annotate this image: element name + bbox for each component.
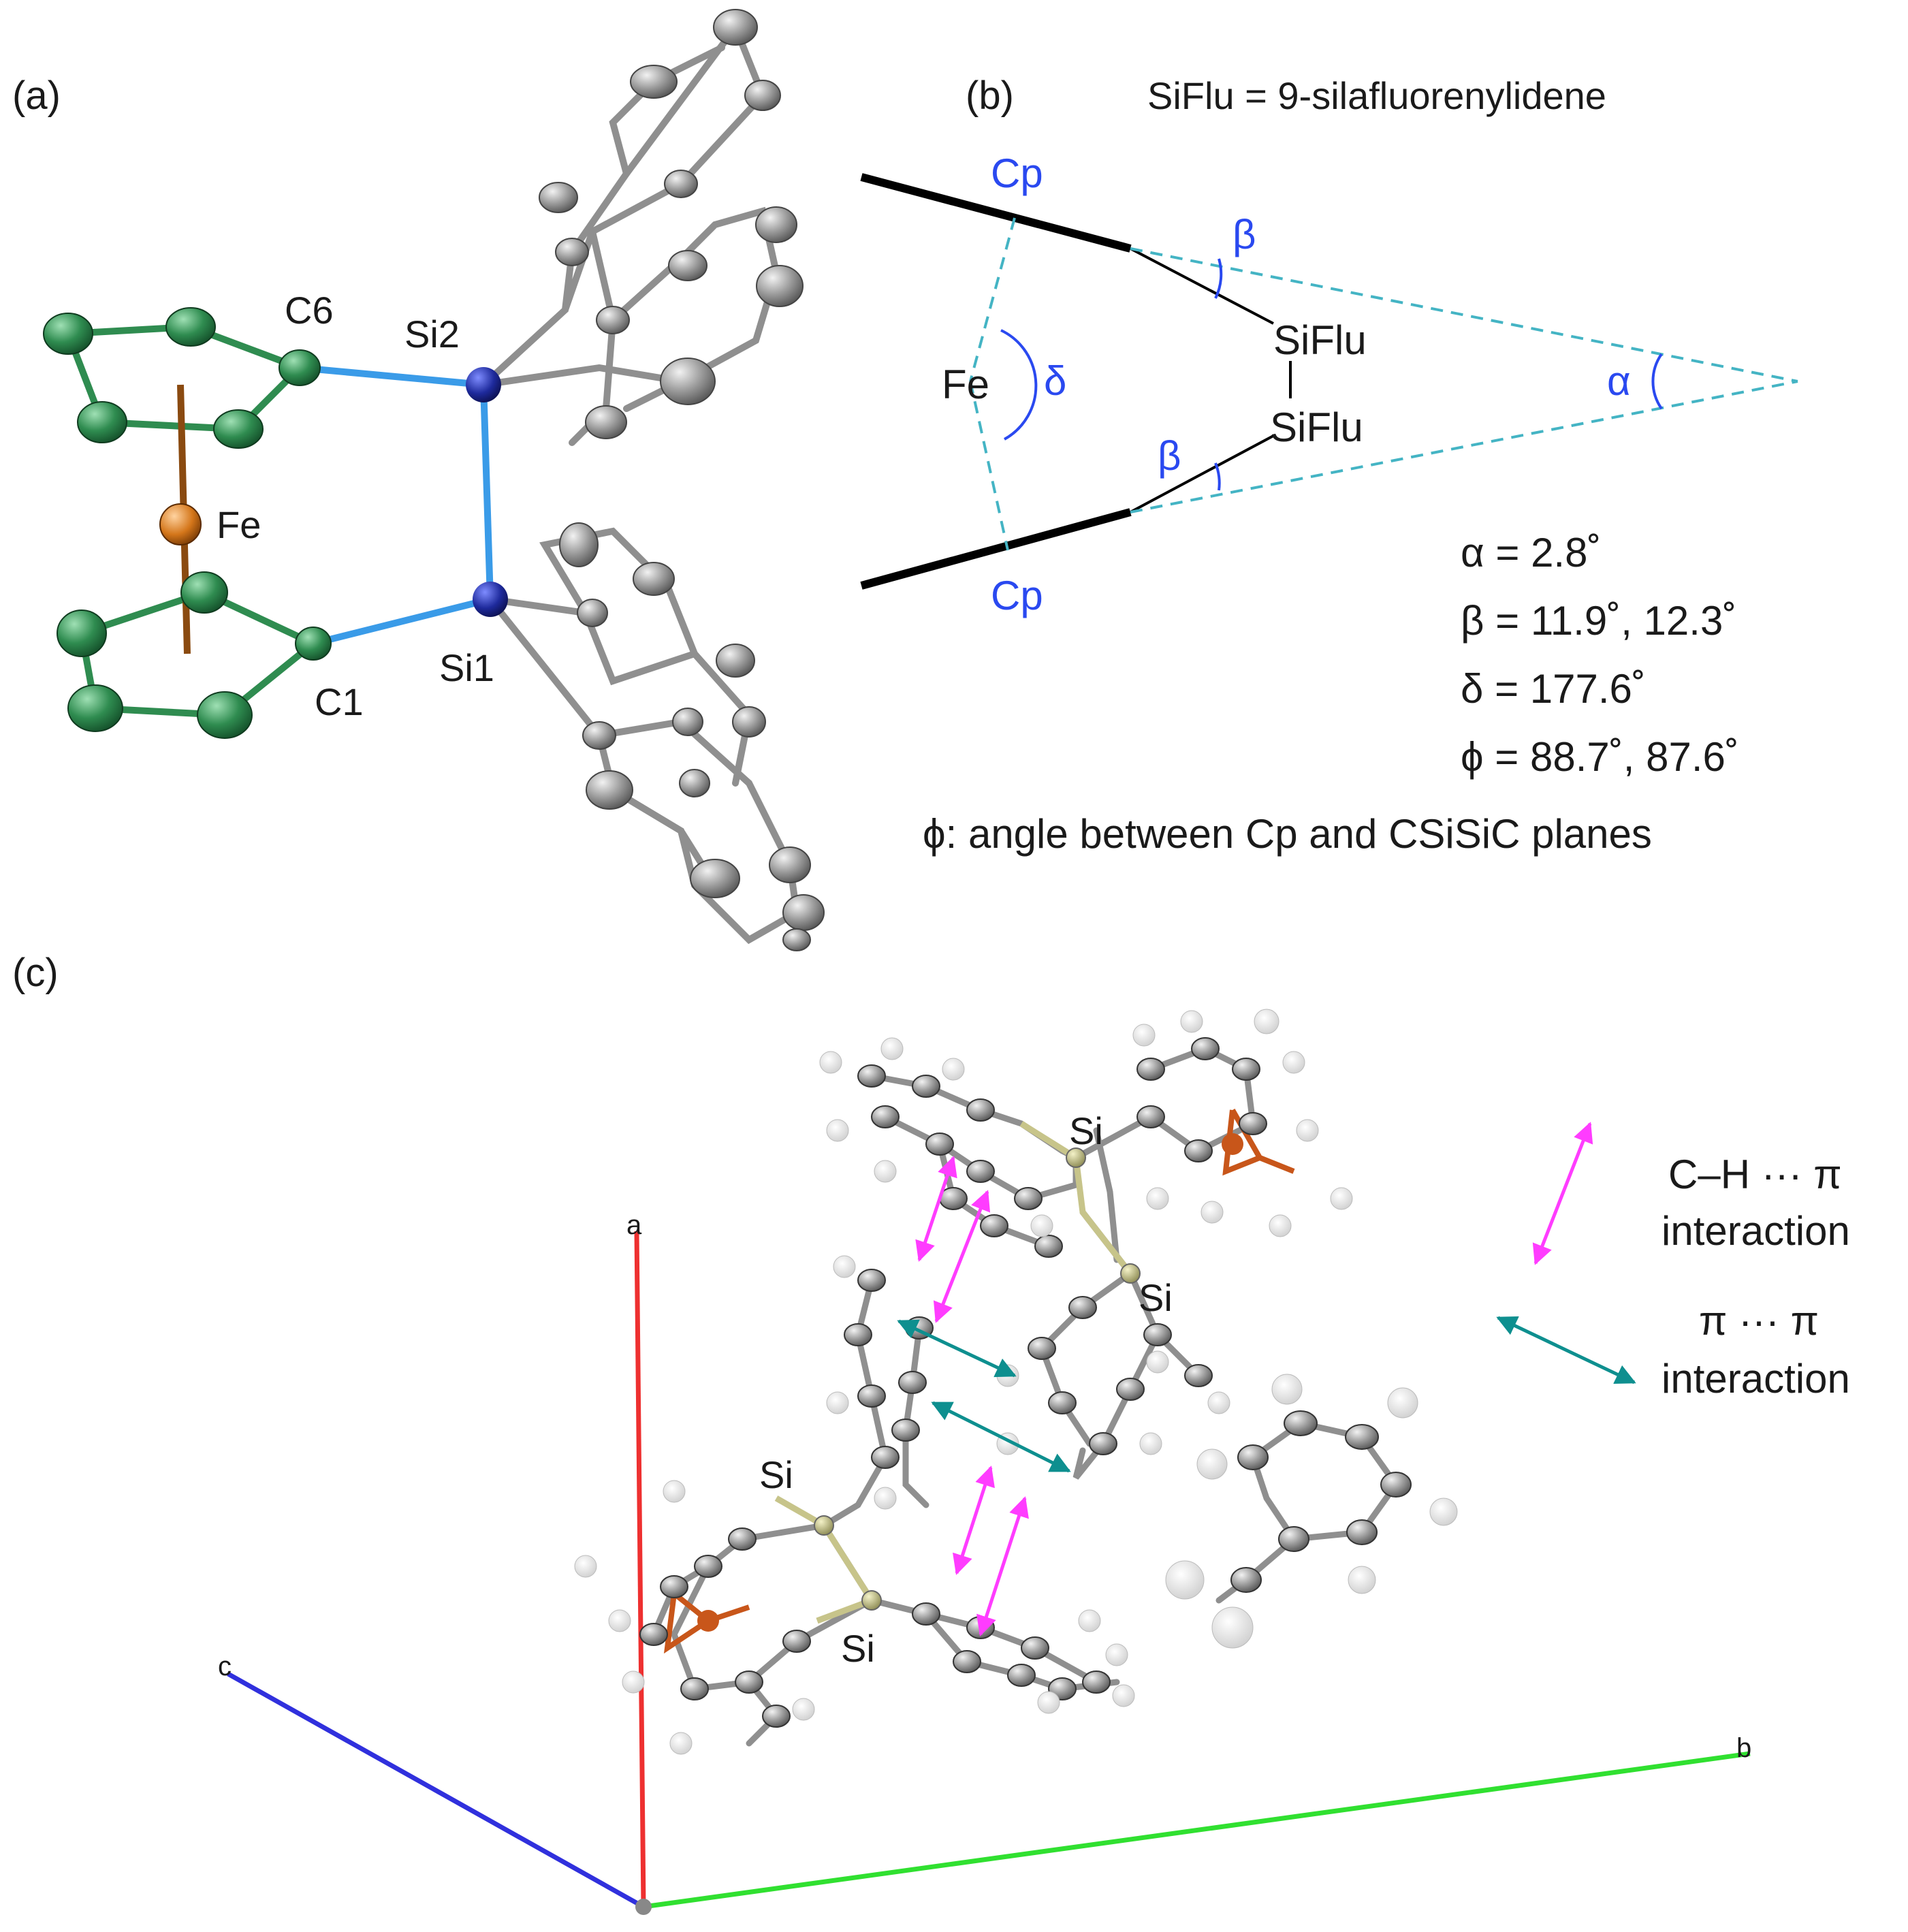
packing-carbon-atoms	[639, 1037, 1412, 1728]
beta-symbol-bottom: β	[1158, 433, 1181, 479]
axis-label-a: a	[626, 1210, 642, 1240]
si2-atom	[466, 367, 501, 402]
atom-label-fe: Fe	[217, 503, 261, 546]
atom-label-c1: C1	[315, 680, 364, 723]
panel-b-label: (b)	[966, 74, 1014, 118]
panel-a-label: (a)	[12, 74, 61, 118]
axis-label-b: b	[1736, 1733, 1751, 1763]
si-label-3: Si	[759, 1453, 793, 1496]
beta-value: β = 11.9˚, 12.3˚	[1461, 598, 1736, 644]
atom-label-si1: Si1	[439, 646, 494, 689]
fe-atom	[159, 503, 202, 545]
panel-a: (a)	[12, 9, 825, 951]
alpha-value: α = 2.8˚	[1461, 530, 1601, 575]
atom-label-c6: C6	[285, 289, 334, 332]
fe-label: Fe	[942, 362, 989, 407]
legend: C–H ··· π interaction π ··· π interactio…	[1496, 1122, 1850, 1402]
fluorenyl-atoms	[539, 9, 825, 951]
cp-plane-top	[860, 173, 1132, 253]
phi-note: ϕ: angle between Cp and CSiSiC planes	[923, 811, 1652, 857]
axis-origin	[635, 1899, 652, 1915]
siflu-label-top: SiFlu	[1273, 317, 1367, 363]
delta-value: δ = 177.6˚	[1461, 666, 1646, 712]
fluorenyl-upper	[480, 20, 780, 446]
phi-value: ϕ = 88.7˚, 87.6˚	[1461, 734, 1739, 780]
panel-c-label: (c)	[12, 951, 59, 995]
siflu-definition: SiFlu = 9-silafluorenylidene	[1147, 74, 1606, 117]
cp-atoms	[43, 307, 332, 739]
legend-pi-pi-arrow	[1496, 1316, 1636, 1384]
cp-plane-bottom	[860, 508, 1132, 590]
ch-pi-arrows	[915, 1156, 1029, 1636]
si-label-4: Si	[841, 1627, 875, 1670]
construction-lines	[969, 217, 1798, 551]
beta-symbol-top: β	[1233, 212, 1256, 257]
si-label-2: Si	[1139, 1276, 1173, 1319]
bond-cp-siflu-bottom	[1130, 434, 1274, 513]
legend-ch-pi-arrow	[1532, 1122, 1593, 1265]
packing-si-atoms	[814, 1147, 1141, 1611]
legend-ch-pi-line1: C–H ··· π	[1668, 1152, 1842, 1197]
alpha-symbol: α	[1607, 358, 1631, 404]
packing-si-bonds	[774, 1121, 1133, 1624]
siflu-label-bottom: SiFlu	[1270, 405, 1363, 450]
legend-ch-pi-line2: interaction	[1661, 1208, 1850, 1254]
packing-fe-atom-lower	[697, 1610, 719, 1632]
si-label-1: Si	[1069, 1109, 1103, 1152]
panel-b: (b) SiFlu = 9-silafluorenylidene Cp Cp F…	[860, 74, 1798, 857]
cp-label-top: Cp	[991, 151, 1043, 196]
atom-label-si2: Si2	[404, 313, 460, 355]
si1-atom	[473, 582, 508, 617]
delta-symbol: δ	[1044, 358, 1066, 404]
packing-fe-atom-upper	[1222, 1133, 1243, 1155]
panel-c: (c) a b c	[12, 951, 1850, 1915]
cp-label-bottom: Cp	[991, 573, 1043, 618]
axis-c	[227, 1671, 645, 1910]
axis-b	[643, 1751, 1751, 1910]
legend-pi-pi-line2: interaction	[1661, 1356, 1850, 1402]
axis-label-c: c	[218, 1651, 232, 1681]
bond-cp-siflu-top	[1130, 247, 1274, 325]
angle-arcs	[1000, 258, 1663, 491]
si-bonds	[296, 364, 494, 647]
axis-a	[634, 1231, 646, 1907]
pi-pi-arrows	[897, 1319, 1071, 1473]
legend-pi-pi-line1: π ··· π	[1699, 1298, 1819, 1344]
